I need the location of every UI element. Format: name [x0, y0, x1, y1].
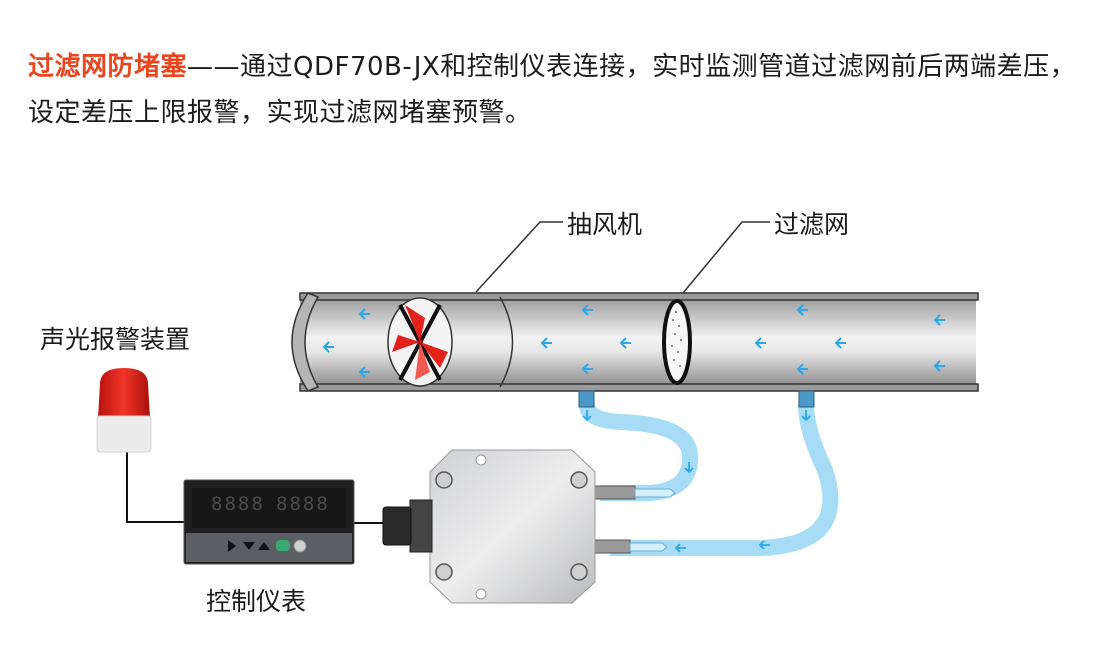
intro-dash: —— [187, 52, 241, 82]
intro-highlight: 过滤网防堵塞 [28, 52, 188, 82]
filter-mesh-icon [662, 299, 692, 385]
meter-display-left: 8888 [211, 493, 265, 515]
label-alarm-device: 声光报警装置 [40, 325, 191, 354]
alarm-wire [126, 452, 187, 523]
label-filter: 过滤网 [774, 210, 850, 239]
label-control-meter: 控制仪表 [206, 587, 307, 616]
fan-leader-line [475, 221, 563, 293]
filter-leader-line [682, 221, 770, 294]
alarm-light-icon [96, 368, 152, 453]
label-exhaust-fan: 抽风机 [567, 210, 643, 239]
airflow-arrows [322, 304, 945, 378]
pressure-tubes [578, 390, 839, 556]
intro-text: 通过QDF70B-JX和控制仪表连接，实时监测管道过滤网前后两端差压，设定差压上… [28, 52, 1077, 128]
intro-paragraph: 过滤网防堵塞——通过QDF70B-JX和控制仪表连接，实时监测管道过滤网前后两端… [28, 44, 1088, 136]
control-meter [183, 479, 355, 565]
differential-pressure-transmitter [382, 449, 676, 604]
exhaust-fan-icon [387, 297, 453, 387]
meter-display-right: 8888 [276, 493, 330, 515]
